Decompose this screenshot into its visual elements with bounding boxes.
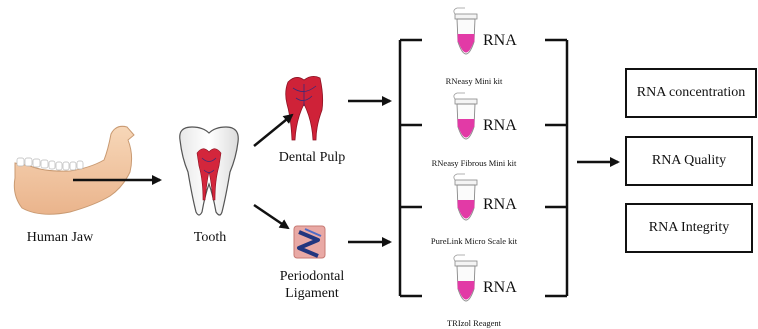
arrow-tooth-to-pulp	[254, 115, 292, 146]
label-ligament: Ligament	[285, 286, 339, 302]
kit-label-purelink: PureLink Micro Scale kit	[431, 236, 517, 246]
label-dental-pulp: Dental Pulp	[279, 150, 346, 166]
output-label-concentration: RNA concentration	[637, 85, 745, 101]
dental-pulp-icon	[286, 76, 323, 140]
output-label-integrity: RNA Integrity	[649, 220, 730, 236]
kits-right-bracket	[545, 40, 567, 296]
kits-left-bracket	[400, 40, 422, 296]
human-jaw-icon	[14, 126, 134, 214]
microcentrifuge-tube-icon	[454, 8, 477, 54]
tooth-icon	[180, 127, 239, 215]
tubes-group	[454, 8, 477, 301]
microcentrifuge-tube-icon	[454, 174, 477, 220]
label-human-jaw: Human Jaw	[27, 230, 94, 246]
arrow-tooth-to-ligament	[254, 205, 288, 228]
kit-label-rneasy-fibrous: RNeasy Fibrous Mini kit	[432, 158, 517, 168]
microcentrifuge-tube-icon	[454, 93, 477, 139]
tube-rna-label-2: RNA	[483, 117, 517, 135]
kit-label-rneasy-mini: RNeasy Mini kit	[446, 76, 503, 86]
microcentrifuge-tube-icon	[454, 255, 477, 301]
kit-label-trizol: TRIzol Reagent	[447, 318, 501, 328]
output-label-quality: RNA Quality	[652, 153, 726, 169]
output-box-quality: RNA Quality	[625, 136, 753, 186]
output-box-concentration: RNA concentration	[625, 68, 757, 118]
label-periodontal: Periodontal	[280, 269, 345, 285]
output-box-integrity: RNA Integrity	[625, 203, 753, 253]
tube-rna-label-3: RNA	[483, 196, 517, 214]
tube-rna-label-4: RNA	[483, 279, 517, 297]
periodontal-ligament-icon	[294, 226, 325, 258]
tube-rna-label-1: RNA	[483, 32, 517, 50]
label-tooth: Tooth	[194, 230, 226, 246]
